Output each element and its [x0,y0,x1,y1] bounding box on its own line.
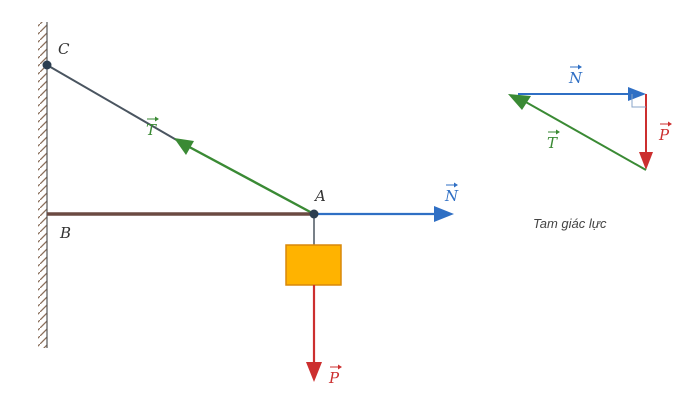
triangle-label-n: N [568,69,583,87]
wall [38,22,48,348]
triangle-label-n-group: N [568,64,583,87]
label-b: B [59,224,71,242]
label-n: N [444,187,459,205]
label-a: A [313,187,326,205]
tension-vector-line [179,140,315,216]
tension-arrowhead [174,138,194,155]
vector-mark-n-tip [454,182,458,188]
weight-arrowhead [306,362,322,382]
label-t-group: T [146,116,159,139]
triangle-p-arrowhead [639,152,653,170]
triangle-caption: Tam giác lực [533,216,607,231]
triangle-label-t-group: T [547,129,560,152]
label-p-group: P [328,364,342,387]
triangle-label-t: T [547,134,558,152]
joint-c [42,60,52,70]
triangle-vector-mark-n-tip [578,64,582,70]
joint-a [309,209,319,219]
triangle-label-p: P [658,126,670,144]
vector-mark-t-tip [155,116,159,122]
label-p: P [328,369,340,387]
label-t: T [146,121,157,139]
cable-ca [46,64,181,143]
triangle-t-arrowhead [508,94,531,110]
right-angle-mark [631,94,646,108]
triangle-t-line [523,100,647,171]
triangle-vector-mark-t-tip [556,129,560,135]
vector-mark-p-tip [338,364,342,370]
triangle-vector-mark-p-tip [668,121,672,127]
hanging-block [285,244,342,286]
normal-arrowhead [434,206,454,222]
wall-hatching [38,22,47,348]
triangle-n-arrowhead [628,87,646,101]
label-c: C [58,40,70,58]
force-triangle: N T P [508,64,672,171]
label-n-group: N [444,182,459,205]
triangle-label-p-group: P [658,121,672,144]
